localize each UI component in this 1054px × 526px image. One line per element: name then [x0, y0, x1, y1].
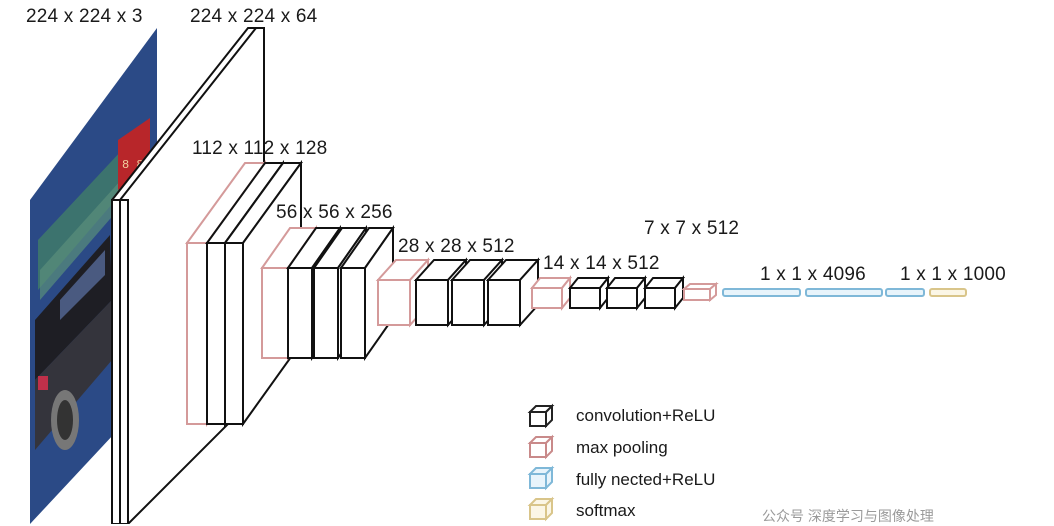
conv3-block — [260, 224, 395, 362]
label-conv1-dims: 224 x 224 x 64 — [190, 6, 318, 27]
label-input-dims: 224 x 224 x 3 — [26, 6, 143, 27]
softmax-layer — [929, 288, 967, 297]
label-fc-dims: 1 x 1 x 4096 — [760, 264, 866, 285]
legend-icons — [527, 403, 555, 522]
label-out-dims: 1 x 1 x 1000 — [900, 264, 1006, 285]
label-conv5-dims: 14 x 14 x 512 — [543, 253, 660, 274]
label-conv3-dims: 56 x 56 x 256 — [276, 202, 393, 223]
legend-label-softmax: softmax — [576, 501, 636, 520]
label-conv2-dims: 112 x 112 x 128 — [192, 138, 328, 159]
fc-layers — [722, 288, 925, 297]
legend-label-fc: fully nected+ReLU — [576, 470, 716, 489]
watermark: 公众号 深度学习与图像处理 — [762, 508, 934, 524]
legend-icon-fc — [527, 465, 555, 491]
pool5-block — [681, 281, 719, 303]
conv4-block — [375, 257, 541, 328]
legend-icon-softmax — [527, 496, 555, 522]
legend-icon-conv — [527, 403, 555, 429]
conv2-block — [185, 159, 303, 428]
legend-label-conv: convolution+ReLU — [576, 406, 716, 425]
legend-icon-pool — [527, 434, 555, 460]
conv5-block — [529, 275, 686, 311]
label-conv4-dims: 28 x 28 x 512 — [398, 236, 515, 257]
legend-label-pool: max pooling — [576, 438, 668, 457]
label-pool5-dims: 7 x 7 x 512 — [644, 218, 740, 239]
